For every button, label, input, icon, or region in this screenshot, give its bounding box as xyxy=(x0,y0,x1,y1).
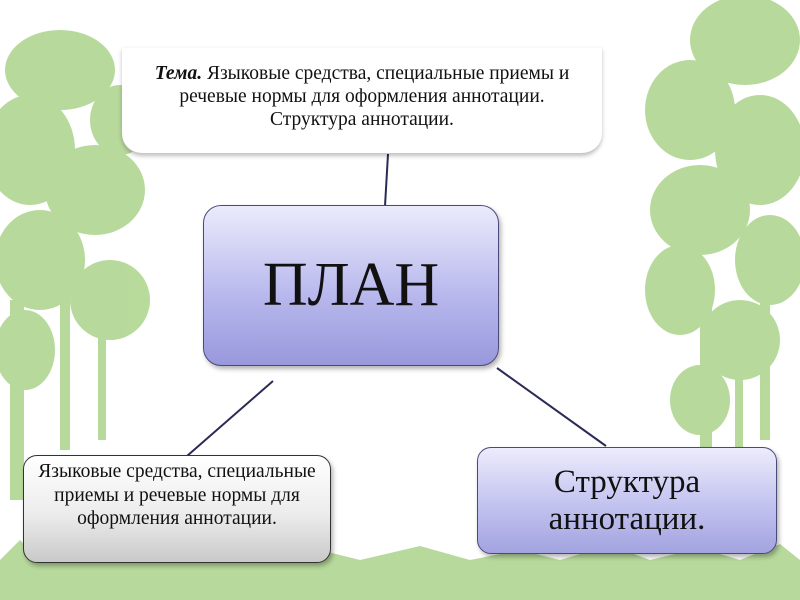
connector-plan-language xyxy=(186,380,274,457)
language-means-node: Языковые средства, специальные приемы и … xyxy=(23,455,331,563)
topic-label: Тема. xyxy=(154,63,203,84)
plan-title: ПЛАН xyxy=(262,251,440,319)
topic-callout: Тема. Языковые средства, специальные при… xyxy=(122,48,602,154)
structure-text: Структура аннотации. xyxy=(548,463,706,537)
connector-topic-plan xyxy=(384,153,389,207)
plan-node: ПЛАН xyxy=(203,205,499,366)
structure-node: Структура аннотации. xyxy=(477,447,777,554)
topic-text: Языковые средства, специальные приемы и … xyxy=(179,63,570,130)
language-means-text: Языковые средства, специальные приемы и … xyxy=(38,461,316,529)
connector-plan-structure xyxy=(496,367,607,447)
